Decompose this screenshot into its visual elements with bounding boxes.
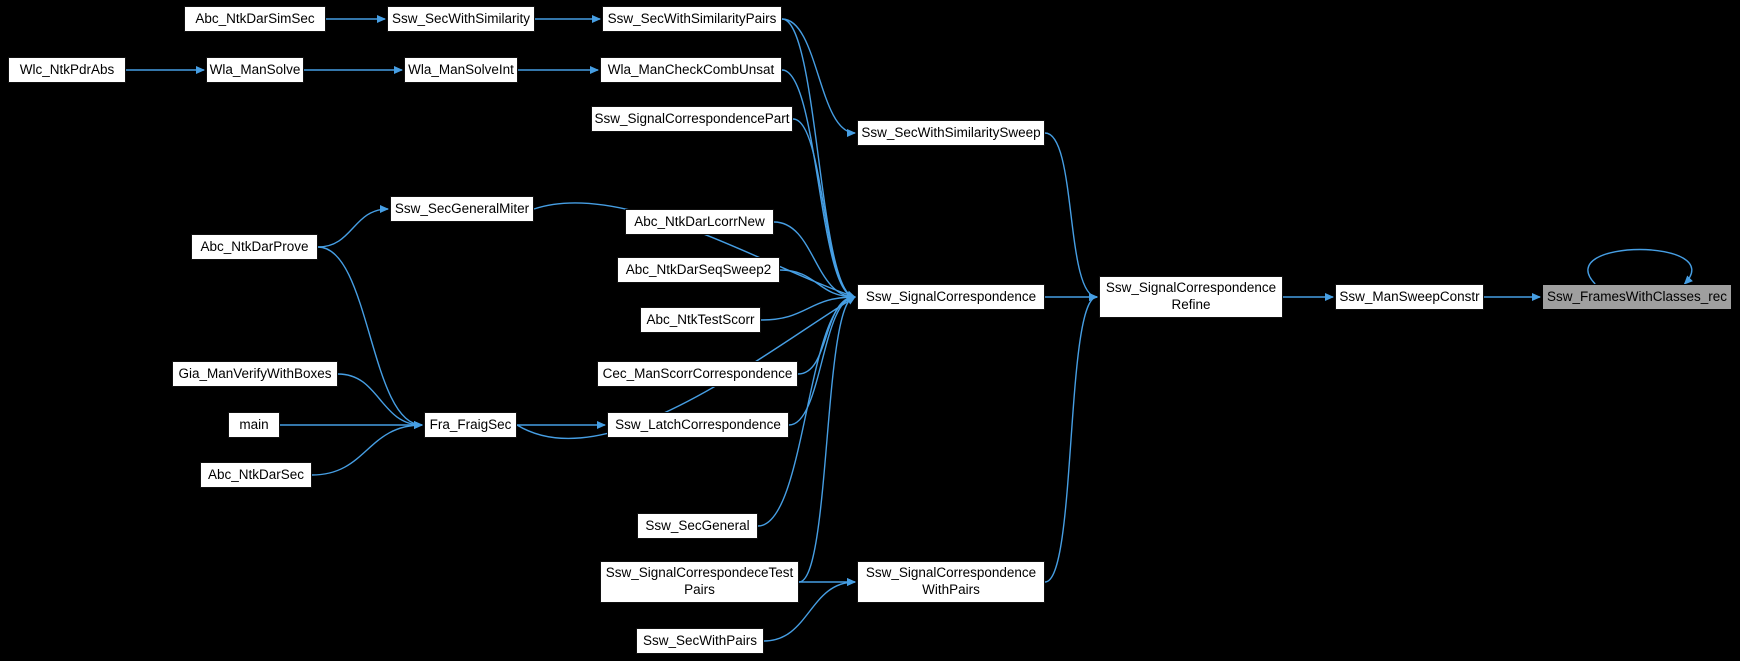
- node-label: Wla_ManSolve: [209, 61, 301, 77]
- node-label: Ssw_SignalCorrespondencePart: [594, 110, 790, 126]
- node-label: Ssw_SecWithSimilarityPairs: [607, 10, 777, 26]
- graph-node-Ssw_SecWithSimilarityPairs[interactable]: Ssw_SecWithSimilarityPairs: [602, 6, 782, 32]
- graph-node-Abc_NtkDarSec[interactable]: Abc_NtkDarSec: [200, 462, 312, 488]
- edge-Ssw_SecWithSimilaritySweep-to-Ssw_SignalCorrespondenceRefine: [1044, 132, 1098, 301]
- node-label: Ssw_SignalCorrespondence: [865, 565, 1037, 581]
- node-label: Wlc_NtkPdrAbs: [19, 61, 115, 77]
- node-label: Ssw_SecWithPairs: [642, 632, 758, 648]
- node-label: Ssw_SignalCorrespondence: [865, 288, 1037, 304]
- node-label: Abc_NtkDarSec: [207, 466, 305, 482]
- node-label: Abc_NtkTestScorr: [646, 311, 755, 327]
- graph-node-Ssw_SignalCorrespondencePart[interactable]: Ssw_SignalCorrespondencePart: [591, 106, 793, 132]
- edge-Abc_NtkTestScorr-to-Ssw_SignalCorrespondence: [760, 293, 856, 321]
- node-label: Ssw_SignalCorrespondence: [1105, 280, 1277, 296]
- node-label: Abc_NtkDarProve: [200, 238, 309, 254]
- edge-Ssw_SecGeneral-to-Ssw_SignalCorrespondence: [757, 293, 856, 527]
- edge-Abc_NtkDarSeqSweep2-to-Ssw_SignalCorrespondence: [779, 269, 856, 301]
- node-label: Fra_FraigSec: [429, 416, 512, 432]
- node-label: Ssw_SecGeneral: [645, 517, 750, 533]
- graph-node-Ssw_LatchCorrespondence[interactable]: Ssw_LatchCorrespondence: [607, 412, 789, 438]
- node-label: Ssw_FramesWithClasses_rec: [1546, 288, 1728, 304]
- node-label: Refine: [1171, 297, 1211, 312]
- graph-node-Abc_NtkDarLcorrNew[interactable]: Abc_NtkDarLcorrNew: [625, 209, 774, 235]
- graph-node-Ssw_SecGeneral[interactable]: Ssw_SecGeneral: [637, 513, 758, 539]
- graph-node-Fra_FraigSec[interactable]: Fra_FraigSec: [424, 412, 517, 438]
- node-label: Pairs: [684, 582, 715, 597]
- edge-Abc_NtkDarProve-to-Ssw_SecGeneralMiter: [317, 205, 389, 248]
- edge-Ssw_SignalCorrespondenceWithPairs-to-Ssw_SignalCorrespondenceRefine: [1044, 293, 1098, 583]
- edge-Abc_NtkDarProve-to-Fra_FraigSec: [317, 246, 423, 429]
- graph-node-Abc_NtkTestScorr[interactable]: Abc_NtkTestScorr: [640, 307, 761, 333]
- graph-node-Abc_NtkDarSeqSweep2[interactable]: Abc_NtkDarSeqSweep2: [617, 257, 780, 283]
- graph-node-Ssw_SecWithSimilaritySweep[interactable]: Ssw_SecWithSimilaritySweep: [857, 120, 1045, 146]
- node-label: Ssw_ManSweepConstr: [1339, 288, 1480, 304]
- edge-Ssw_SecWithSimilarityPairs-to-Ssw_SignalCorrespondence: [781, 18, 856, 301]
- edge-Ssw_SignalCorrespondencePart-to-Ssw_SignalCorrespondence: [792, 118, 856, 301]
- graph-node-Wla_ManCheckCombUnsat[interactable]: Wla_ManCheckCombUnsat: [600, 57, 782, 83]
- node-label: Abc_NtkDarLcorrNew: [634, 213, 765, 229]
- graph-node-Ssw_ManSweepConstr[interactable]: Ssw_ManSweepConstr: [1335, 284, 1484, 310]
- node-label: Ssw_SignalCorrespondeceTest: [605, 565, 794, 581]
- graph-node-main[interactable]: main: [228, 412, 280, 438]
- graph-node-Ssw_SecWithSimilarity[interactable]: Ssw_SecWithSimilarity: [387, 6, 535, 32]
- node-label: Abc_NtkDarSeqSweep2: [625, 261, 772, 277]
- node-label: Ssw_SecGeneralMiter: [394, 200, 530, 216]
- edge-Ssw_SecWithSimilarityPairs-to-Ssw_SecWithSimilaritySweep: [781, 18, 856, 137]
- edge-Ssw_FramesWithClasses_rec-to-Ssw_FramesWithClasses_rec: [1587, 248, 1693, 285]
- node-label: main: [239, 416, 269, 432]
- node-label: WithPairs: [922, 582, 980, 597]
- edge-Abc_NtkDarSec-to-Fra_FraigSec: [311, 421, 423, 476]
- graph-node-Wlc_NtkPdrAbs[interactable]: Wlc_NtkPdrAbs: [8, 57, 126, 83]
- node-label: Gia_ManVerifyWithBoxes: [178, 365, 332, 381]
- node-label: Wla_ManSolveInt: [408, 61, 514, 77]
- graph-node-Ssw_SignalCorrespondence[interactable]: Ssw_SignalCorrespondence: [857, 284, 1045, 310]
- graph-node-Cec_ManScorrCorrespondence[interactable]: Cec_ManScorrCorrespondence: [597, 361, 798, 387]
- node-label: Ssw_SecWithSimilarity: [391, 10, 531, 26]
- graph-node-Abc_NtkDarProve[interactable]: Abc_NtkDarProve: [191, 234, 318, 260]
- graph-node-Ssw_FramesWithClasses_rec: Ssw_FramesWithClasses_rec: [1542, 284, 1732, 310]
- edge-Abc_NtkDarLcorrNew-to-Ssw_SignalCorrespondence: [773, 221, 856, 301]
- graph-node-Ssw_SecWithPairs[interactable]: Ssw_SecWithPairs: [636, 628, 764, 654]
- node-label: Ssw_SecWithSimilaritySweep: [861, 124, 1041, 140]
- graph-node-Gia_ManVerifyWithBoxes[interactable]: Gia_ManVerifyWithBoxes: [172, 361, 338, 387]
- edge-Ssw_SignalCorrespondeceTestPairs-to-Ssw_SignalCorrespondence: [798, 293, 856, 583]
- node-label: Abc_NtkDarSimSec: [195, 10, 315, 26]
- edge-Ssw_LatchCorrespondence-to-Ssw_SignalCorrespondence: [788, 293, 856, 426]
- node-label: Cec_ManScorrCorrespondence: [602, 365, 793, 381]
- edge-Ssw_SecWithPairs-to-Ssw_SignalCorrespondenceWithPairs: [763, 578, 856, 642]
- node-label: Ssw_LatchCorrespondence: [615, 416, 781, 432]
- graph-node-Wla_ManSolveInt[interactable]: Wla_ManSolveInt: [404, 57, 518, 83]
- node-label: Wla_ManCheckCombUnsat: [607, 61, 775, 77]
- edge-Fra_FraigSec-to-Ssw_SignalCorrespondence: [516, 296, 856, 439]
- graph-node-Ssw_SecGeneralMiter[interactable]: Ssw_SecGeneralMiter: [390, 196, 534, 222]
- edge-Gia_ManVerifyWithBoxes-to-Fra_FraigSec: [337, 373, 423, 429]
- graph-node-Wla_ManSolve[interactable]: Wla_ManSolve: [206, 57, 304, 83]
- graph-node-Abc_NtkDarSimSec[interactable]: Abc_NtkDarSimSec: [184, 6, 326, 32]
